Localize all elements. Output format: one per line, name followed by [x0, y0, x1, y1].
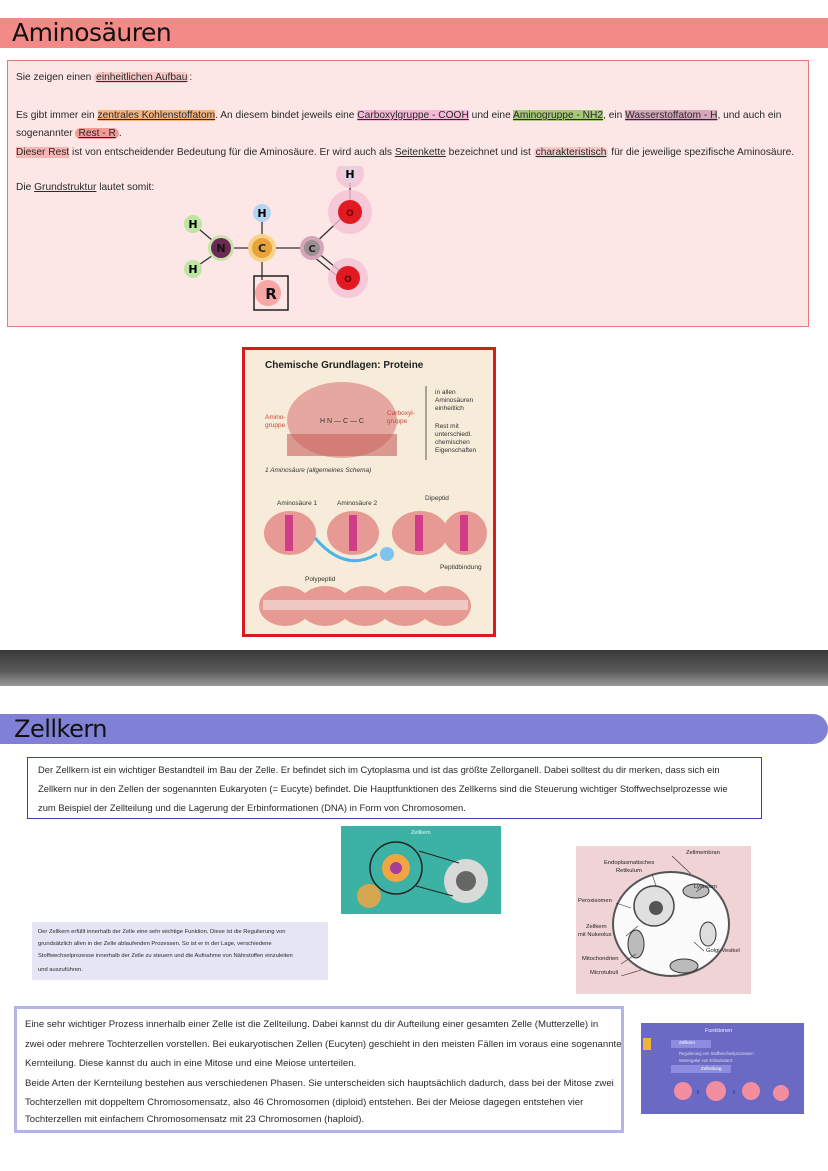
line-3: sogenannter Rest - R.	[16, 128, 122, 139]
zellkern-function-box: Der Zellkern erfüllt innerhalb der Zelle…	[32, 922, 328, 980]
aminosaeuren-text-box: Sie zeigen einen einheitlichen Aufbau: E…	[7, 60, 809, 327]
svg-text:H: H	[257, 207, 266, 220]
svg-text:R: R	[265, 285, 277, 303]
svg-text:gruppe: gruppe	[265, 422, 286, 429]
svg-text:H: H	[345, 168, 354, 181]
hydrogen-atom	[184, 215, 202, 233]
svg-text:Aminosäuren: Aminosäuren	[435, 397, 474, 404]
svg-text:N: N	[216, 242, 225, 255]
hydrogen-atom	[341, 166, 359, 183]
svg-text:›: ›	[696, 1087, 700, 1098]
svg-text:H: H	[188, 263, 197, 276]
svg-text:H: H	[188, 218, 197, 231]
functions-image: Funktionen Zellkern Regulierung von Stof…	[641, 1023, 804, 1114]
amino-acid-structure-diagram: H H N H C R C O O H	[184, 166, 372, 311]
svg-text:Amino-: Amino-	[265, 414, 286, 421]
svg-text:gruppe: gruppe	[387, 418, 408, 425]
svg-text:1 Aminosäure (allgemeines Sch: 1 Aminosäure (allgemeines Schema)	[265, 467, 371, 474]
zellteilung-box: Eine sehr wichtiger Prozess innerhalb ei…	[14, 1006, 624, 1133]
svg-text:C: C	[258, 242, 266, 255]
line-5: Die Grundstruktur lautet somit:	[16, 182, 155, 193]
oxygen-atom	[338, 200, 362, 224]
textbook-title: Chemische Grundlagen: Proteine	[265, 360, 424, 371]
section-title: Zellkern	[14, 715, 108, 743]
rest-group-box	[253, 275, 289, 311]
oxygen-atom	[336, 266, 360, 290]
section-header-aminosaeuren: Aminosäuren	[0, 18, 828, 48]
svg-text:einheitlich: einheitlich	[435, 405, 464, 412]
svg-text:Polypeptid: Polypeptid	[305, 576, 336, 583]
page-divider	[0, 650, 828, 686]
svg-text:O: O	[346, 209, 354, 219]
svg-text:chemischen: chemischen	[435, 439, 470, 446]
cell-diagram: Zellmembran Endoplasmatisches Retikulum …	[576, 846, 751, 994]
svg-text:Carboxyl-: Carboxyl-	[387, 410, 415, 417]
svg-text:O: O	[344, 275, 352, 285]
textbook-protein-image: Chemische Grundlagen: Proteine Amino- gr…	[242, 347, 496, 637]
textbook-diagram: Amino- gruppe Carboxyl- gruppe H N — C —…	[259, 382, 487, 626]
svg-text:unterschiedl.: unterschiedl.	[435, 431, 472, 438]
hydrogen-atom	[184, 260, 202, 278]
svg-text:Eigenschaften: Eigenschaften	[435, 447, 477, 454]
marker-icon	[643, 1038, 651, 1050]
zellkern-intro-box: Der Zellkern ist ein wichtiger Bestandte…	[27, 757, 762, 819]
svg-text:Dipeptid: Dipeptid	[425, 495, 449, 502]
svg-text:in allen: in allen	[435, 389, 456, 396]
svg-text:C: C	[308, 244, 315, 255]
svg-text:Peptidbindung: Peptidbindung	[440, 564, 482, 571]
svg-text:›: ›	[732, 1087, 736, 1098]
section-title: Aminosäuren	[12, 18, 172, 47]
zellkern-teal-image: Zellkern	[341, 826, 501, 914]
svg-text:H N — C — C: H N — C — C	[320, 418, 364, 425]
line-4: Dieser Rest ist von entscheidender Bedeu…	[16, 147, 795, 158]
svg-text:Aminosäure 2: Aminosäure 2	[337, 500, 377, 507]
line-1: Sie zeigen einen einheitlichen Aufbau:	[16, 72, 193, 83]
section-header-zellkern: Zellkern	[0, 714, 828, 744]
svg-text:Aminosäure 1: Aminosäure 1	[277, 500, 317, 507]
svg-text:Rest mit: Rest mit	[435, 423, 459, 430]
line-2: Es gibt immer ein zentrales Kohlenstoffa…	[16, 110, 782, 121]
hydrogen-atom	[253, 204, 271, 222]
